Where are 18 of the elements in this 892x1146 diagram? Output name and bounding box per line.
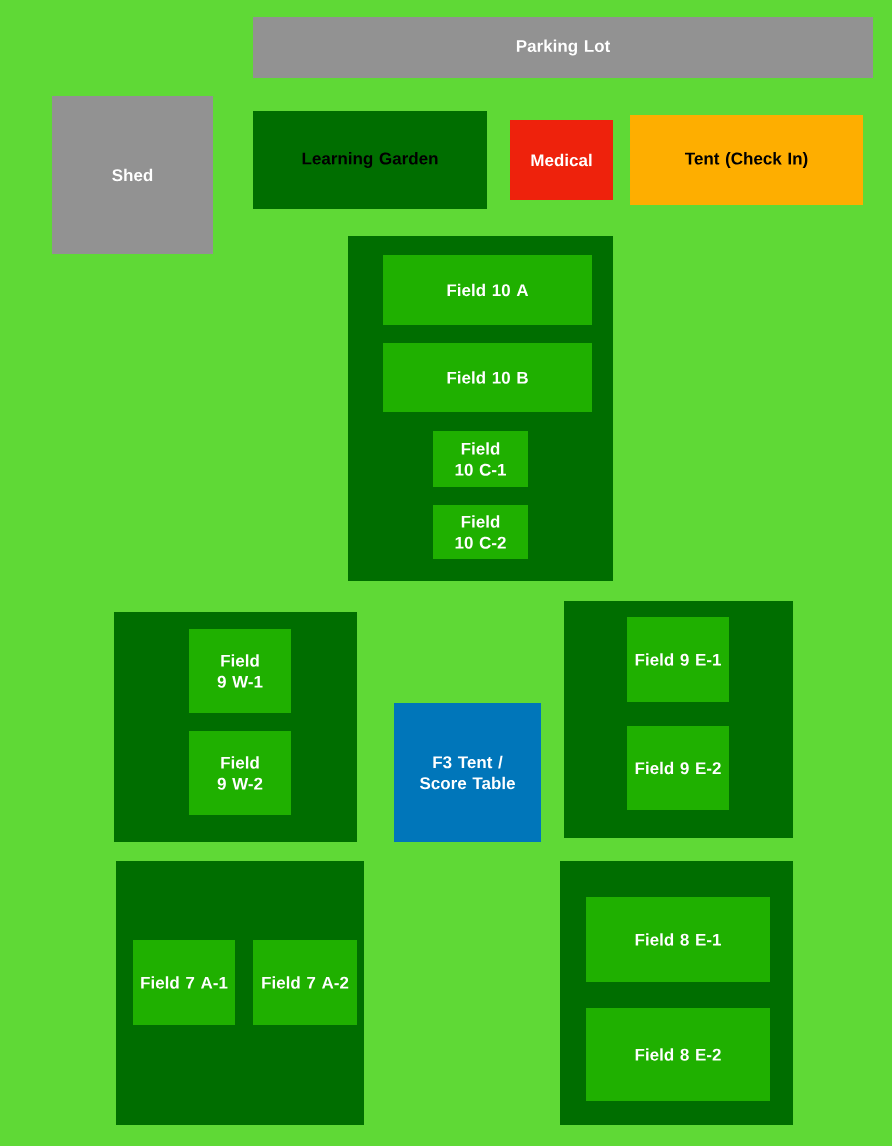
parking-lot-area: Parking Lot	[253, 17, 873, 78]
field-box: Field 7 A-2	[253, 940, 357, 1025]
shed-building: Shed	[52, 96, 213, 254]
field-box: Field 8 E-2	[586, 1008, 770, 1101]
field-box: Field 10 A	[383, 255, 592, 325]
field-box: Field 10 B	[383, 343, 592, 412]
score-table-tent: F3 Tent / Score Table	[394, 703, 541, 842]
field-box: Field 9 E-1	[627, 617, 729, 702]
field-box: Field 9 E-2	[627, 726, 729, 810]
field-box: Field 10 C-1	[433, 431, 528, 487]
check-in-tent: Tent (Check In)	[630, 115, 863, 205]
field-box: Field 9 W-2	[189, 731, 291, 815]
medical-tent: Medical	[510, 120, 613, 200]
field-box: Field 8 E-1	[586, 897, 770, 982]
garden-area: Learning Garden	[253, 111, 487, 209]
field-box: Field 9 W-1	[189, 629, 291, 713]
field-box: Field 7 A-1	[133, 940, 235, 1025]
field-box: Field 10 C-2	[433, 505, 528, 559]
